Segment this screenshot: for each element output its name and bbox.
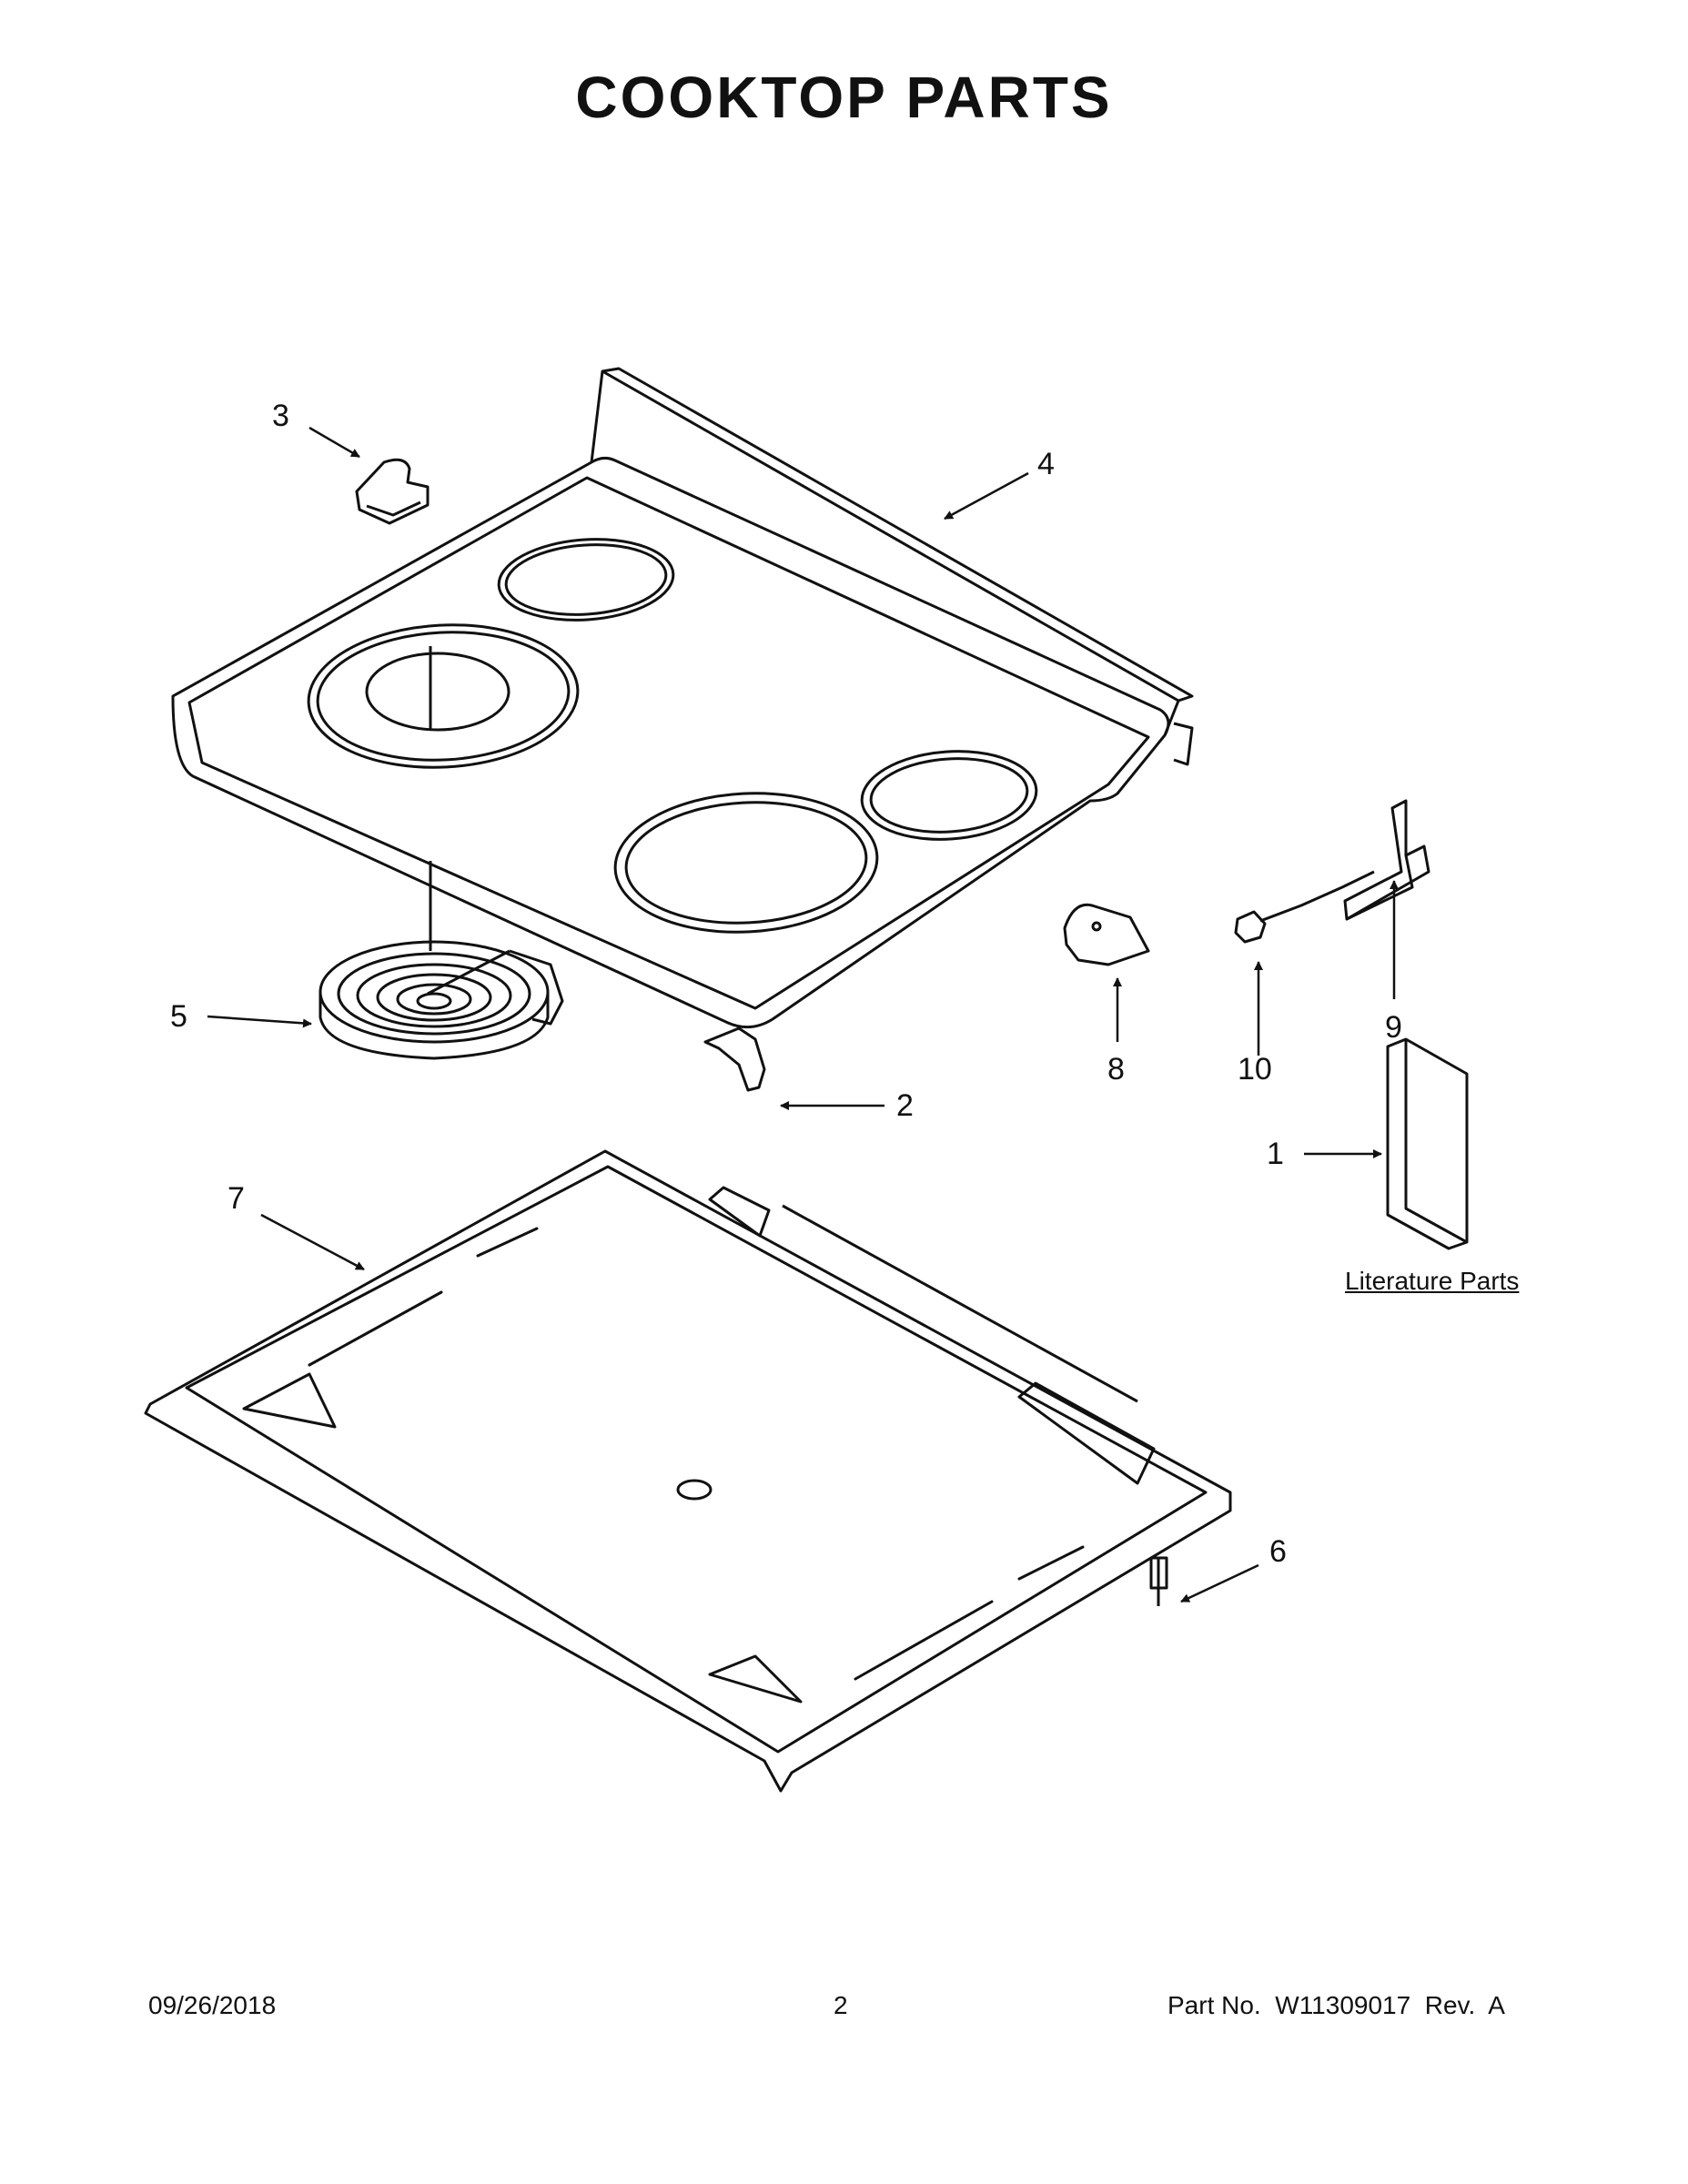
burner-box-part-7 xyxy=(144,1149,1232,1793)
cooktop-main-top xyxy=(171,367,1194,1029)
callout-10: 10 xyxy=(1238,1052,1272,1087)
sensor-part-10 xyxy=(1234,870,1375,944)
literature-parts-label: Literature Parts xyxy=(1345,1267,1520,1295)
page-title: COOKTOP PARTS xyxy=(575,65,1113,130)
bracket-part-3 xyxy=(355,458,430,525)
footer-page-number: 2 xyxy=(834,1991,848,2019)
callout-7: 7 xyxy=(227,1181,245,1216)
literature-pack-part-1 xyxy=(1386,1037,1469,1250)
callout-6: 6 xyxy=(1269,1534,1287,1569)
callout-4: 4 xyxy=(1037,447,1055,481)
bracket-part-8 xyxy=(1063,903,1150,966)
screw-part-6 xyxy=(1149,1556,1168,1606)
footer-part-number: Part No. W11309017 Rev. A xyxy=(1167,1991,1505,2019)
clip-part-2 xyxy=(703,1026,766,1092)
leader-arrows xyxy=(207,426,1399,1603)
bracket-part-9 xyxy=(1343,799,1430,921)
callout-3: 3 xyxy=(272,399,289,433)
surface-element-part-5 xyxy=(318,940,564,1060)
callout-5: 5 xyxy=(170,999,187,1034)
callout-1: 1 xyxy=(1267,1137,1284,1171)
callout-2: 2 xyxy=(896,1088,914,1123)
callout-9: 9 xyxy=(1385,1010,1402,1045)
callout-8: 8 xyxy=(1107,1052,1125,1087)
footer-date: 09/26/2018 xyxy=(148,1991,277,2019)
